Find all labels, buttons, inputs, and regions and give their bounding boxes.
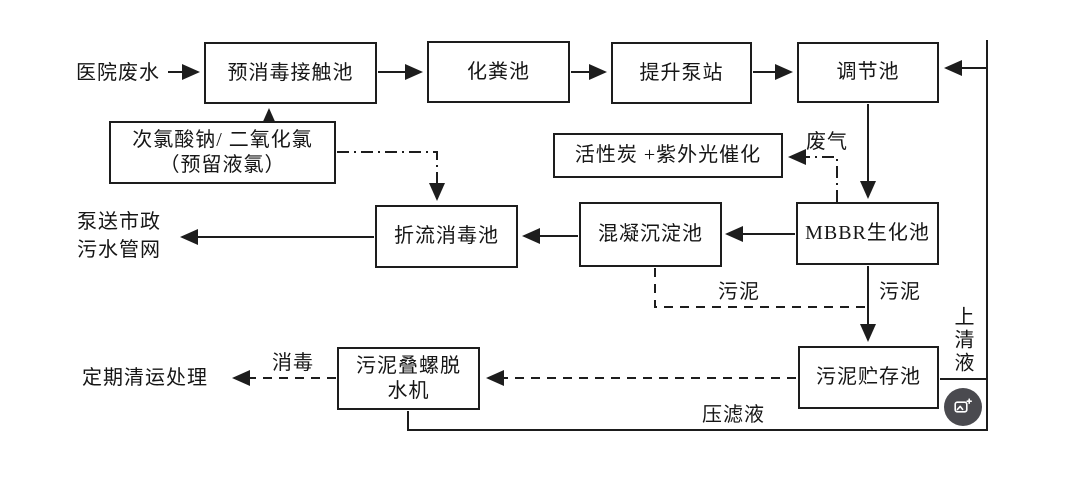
label-filter-press-liquid: 压滤液 [702, 404, 765, 426]
label-supernatant: 上清液 [951, 306, 973, 375]
label-hospital-wastewater: 医院废水 [76, 62, 160, 84]
edge-coagulation-sludge [654, 268, 866, 308]
node-sludge-storage-tank: 污泥贮存池 [798, 346, 939, 409]
node-label: 折流消毒池 [394, 225, 499, 247]
node-coagulation-sedimentation-tank: 混凝沉淀池 [579, 202, 722, 267]
node-lift-pump-station: 提升泵站 [611, 42, 752, 104]
label-sludge-left: 污泥 [718, 281, 760, 303]
node-label-line2: （预留液氯） [159, 153, 286, 176]
node-label: 提升泵站 [639, 61, 724, 84]
label-sludge-right: 污泥 [879, 281, 921, 303]
node-baffled-disinfection-tank: 折流消毒池 [375, 205, 518, 268]
node-label: MBBR生化池 [805, 222, 930, 244]
label-disinfection: 消毒 [272, 352, 314, 374]
node-label: 活性炭 +紫外光催化 [574, 144, 762, 166]
node-sludge-screw-dewatering: 污泥叠螺脱 水机 [337, 347, 480, 410]
node-regulating-tank: 调节池 [797, 42, 939, 103]
label-municipal-sewer-line2: 污水管网 [77, 239, 161, 261]
label-periodic-disposal: 定期清运处理 [82, 367, 208, 389]
node-mbbr-tank: MBBR生化池 [796, 202, 939, 265]
node-pre-disinfection-tank: 预消毒接触池 [204, 42, 377, 104]
edge-dosing-to-baffled [337, 151, 445, 201]
node-label: 混凝沉淀池 [598, 223, 703, 245]
node-label: 污泥贮存池 [816, 366, 921, 388]
node-label-line1: 污泥叠螺脱 [356, 354, 461, 377]
node-label-line1: 次氯酸钠/ 二氧化氯 [132, 128, 313, 151]
edge-wastegas-to-carbon [788, 149, 838, 202]
image-plus-icon [954, 398, 972, 413]
label-waste-gas: 废气 [806, 131, 848, 153]
node-label: 化粪池 [467, 60, 530, 83]
node-activated-carbon-uv: 活性炭 +紫外光催化 [553, 133, 783, 178]
node-dosing-chemicals: 次氯酸钠/ 二氧化氯 （预留液氯） [109, 121, 336, 184]
node-septic-tank: 化粪池 [427, 41, 570, 103]
edge-return-riser [407, 40, 988, 431]
node-label: 预消毒接触池 [227, 61, 354, 84]
label-municipal-sewer-line1: 泵送市政 [77, 211, 161, 233]
node-label-line2: 水机 [387, 379, 430, 402]
node-label: 调节池 [836, 61, 900, 83]
add-image-button[interactable] [944, 388, 982, 426]
